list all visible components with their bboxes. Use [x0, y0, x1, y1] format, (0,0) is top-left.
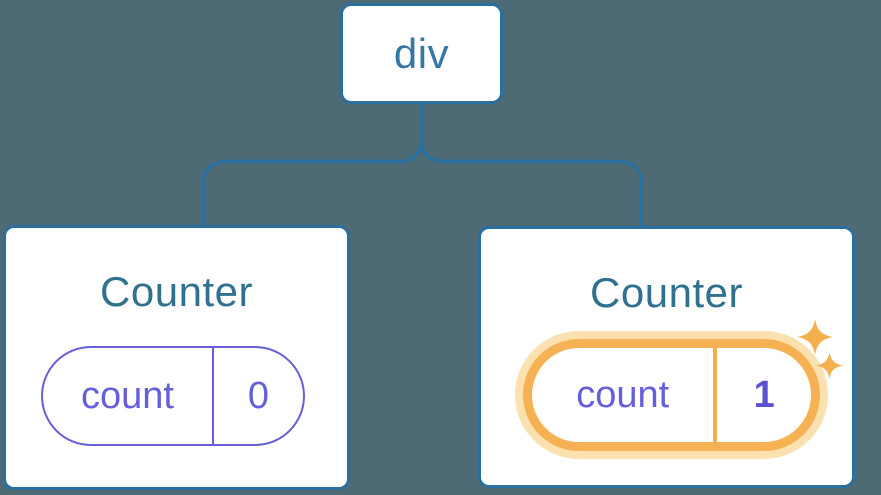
connector-right-branch	[419, 104, 644, 227]
connector-left-branch	[201, 104, 424, 226]
counter-card-left: Counter count 0	[3, 225, 350, 490]
state-key-label: count	[576, 373, 670, 416]
state-value-cell: 1	[717, 348, 811, 442]
state-value-label: 1	[753, 373, 775, 416]
state-key-label: count	[81, 374, 174, 417]
root-node-label: div	[393, 29, 450, 77]
state-value-cell: 0	[214, 348, 303, 444]
state-key-cell: count	[43, 348, 214, 444]
state-key-cell: count	[532, 348, 718, 442]
counter-card-right: Counter count 1	[478, 226, 855, 488]
component-title: Counter	[590, 269, 743, 316]
component-title: Counter	[100, 268, 253, 315]
state-pill: count 0	[41, 346, 305, 446]
sparkle-icon	[816, 352, 843, 379]
state-pill-highlighted: count 1	[523, 339, 820, 451]
state-value-label: 0	[247, 374, 270, 417]
root-node-div: div	[340, 3, 503, 104]
